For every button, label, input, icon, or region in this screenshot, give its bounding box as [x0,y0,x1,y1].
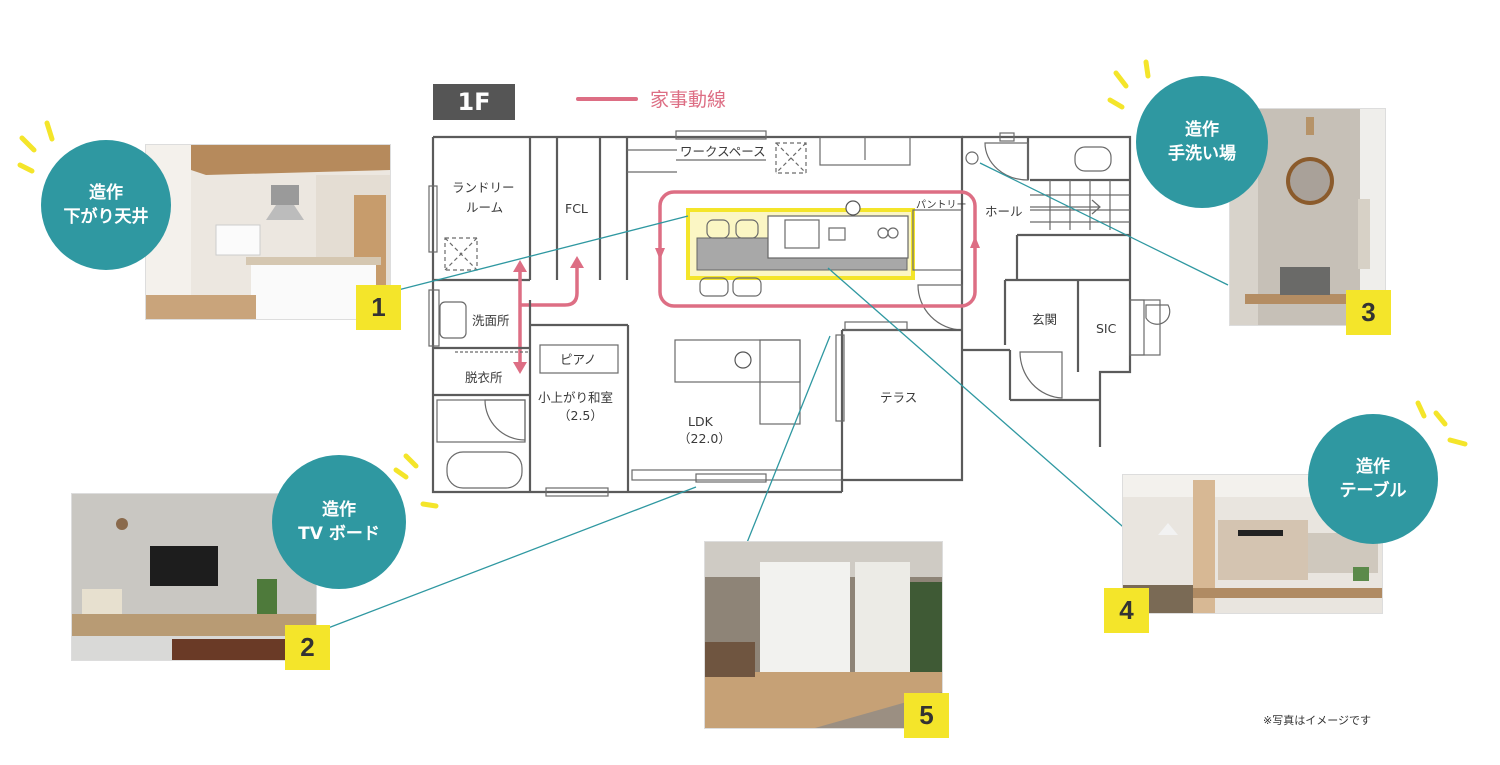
east-wall [962,135,1132,447]
sic-label: SIC [1096,321,1117,336]
dressing-room-label: 脱衣所 [465,370,503,385]
callout-bubble-1: 造作 下がり天井 [41,140,171,270]
workspace-label: ワークスペース [680,144,766,159]
disclaimer-note: ※写真はイメージです [1263,714,1371,727]
ldk-label: LDK [688,414,714,429]
hall-label: ホール [985,204,1023,219]
callout-2-title-line1: 造作 [322,500,356,520]
housework-route-legend-line [576,97,638,101]
callout-number-5: 5 [904,693,949,738]
callout-bubble-3: 造作 手洗い場 [1136,76,1268,208]
callout-1-title-line1: 造作 [89,183,123,203]
floor-label: 1F [433,84,515,120]
callout-number-1: 1 [356,285,401,330]
photo-kitchen-lowered-ceiling [145,144,391,320]
laundry-room-label-2: ルーム [466,200,503,215]
west-south-wall [431,137,842,494]
terrace-label: テラス [880,390,917,405]
japanese-room-label: 小上がり和室 [538,390,613,405]
japanese-room-size: （2.5） [558,408,603,423]
callout-bubble-2: 造作 TV ボード [272,455,406,589]
entrance-label: 玄関 [1032,312,1057,327]
housework-route-legend-label: 家事動線 [650,89,727,111]
photo-living-room-curtains [704,541,943,729]
callout-1-title-line2: 下がり天井 [63,207,149,227]
fcl-label: FCL [565,201,588,216]
callout-3-title-line1: 造作 [1185,120,1219,140]
callout-bubble-4: 造作 テーブル [1308,414,1438,544]
callout-4-title-line1: 造作 [1356,457,1390,477]
ldk-size: （22.0） [678,431,731,446]
callout-4-title-line2: テーブル [1339,481,1407,501]
pantry-label: パントリー [916,199,967,211]
callout-3-title-line2: 手洗い場 [1168,144,1236,164]
callout-number-2: 2 [285,625,330,670]
washroom-label: 洗面所 [472,313,510,328]
sparkle-icon [17,59,1468,509]
callout-number-4: 4 [1104,588,1149,633]
callout-2-title-line2: TV ボード [298,524,380,544]
piano-label: ピアノ [560,352,596,367]
callout-number-3: 3 [1346,290,1391,335]
laundry-room-label: ランドリー [452,180,515,195]
